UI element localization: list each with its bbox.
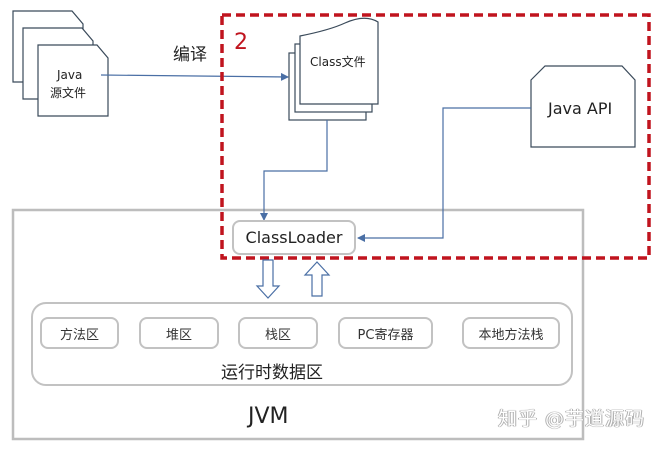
- java-api-label: Java API: [548, 99, 613, 118]
- region-heap-label: 堆区: [165, 327, 192, 343]
- load-down-arrow: [255, 259, 281, 299]
- region-method-area: 方法区: [40, 317, 119, 349]
- javaapi-to-classloader-arrow: [357, 107, 531, 242]
- runtime-data-area-title: 运行时数据区: [221, 363, 323, 383]
- highlight-box: [220, 13, 651, 260]
- java-source-label-line1: Java: [57, 68, 83, 82]
- region-native-method-stack: 本地方法栈: [462, 317, 560, 349]
- region-heap: 堆区: [139, 317, 219, 349]
- runtime-data-area-container: [31, 302, 573, 386]
- jvm-label: JVM: [248, 404, 289, 429]
- region-stack-label: 栈区: [264, 327, 291, 343]
- region-method-area-label: 方法区: [59, 327, 99, 343]
- region-pc-register-label: PC寄存器: [357, 327, 414, 343]
- compile-arrow: [100, 72, 289, 81]
- classloader-box: ClassLoader: [232, 220, 356, 255]
- region-stack: 栈区: [238, 317, 318, 349]
- classfile-to-classloader-arrow: [260, 120, 328, 221]
- region-native-method-stack-label: 本地方法栈: [478, 327, 544, 343]
- jvm-container: [11, 208, 585, 441]
- highlight-number: 2: [234, 30, 248, 55]
- java-source-file-icon: [12, 10, 109, 117]
- class-file-label: Class文件: [310, 55, 366, 69]
- watermark: 知乎 @芋道源码: [498, 408, 646, 430]
- java-source-label-line2: 源文件: [50, 86, 87, 100]
- class-file-icon: [288, 17, 379, 121]
- load-up-arrow: [303, 261, 331, 297]
- java-api-icon: [530, 65, 636, 148]
- region-pc-register: PC寄存器: [338, 317, 433, 349]
- classloader-label: ClassLoader: [245, 228, 343, 247]
- compile-label: 编译: [173, 45, 207, 65]
